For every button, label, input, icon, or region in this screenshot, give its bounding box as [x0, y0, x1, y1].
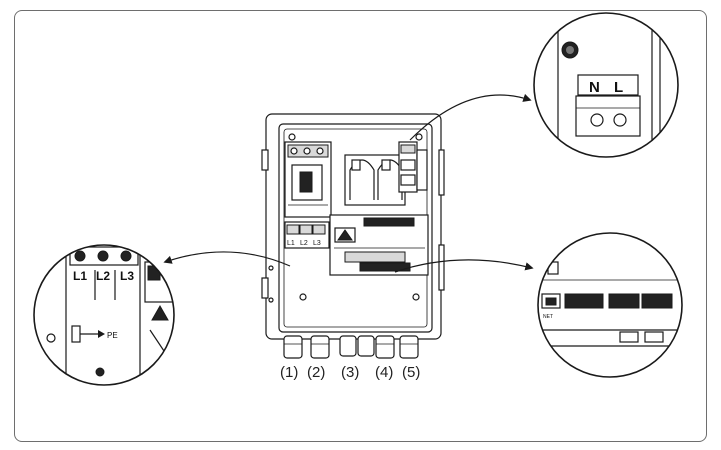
- zoom-left-label-l1: L1: [73, 269, 87, 283]
- screw: [299, 293, 307, 301]
- gland-label-3: (3): [341, 364, 360, 381]
- cable-gland-3a: [339, 335, 357, 357]
- cabinet-terminal-l3: L3: [313, 240, 321, 247]
- cable-gland-3b: [357, 335, 375, 357]
- relay-modules: [344, 154, 406, 206]
- zoom-left-label-pe: PE: [107, 331, 118, 340]
- cable-gland-5: [399, 335, 419, 359]
- auxiliary-nl-terminal: [398, 141, 428, 193]
- zoom-top-right-nl-terminal: N L: [533, 12, 679, 158]
- zoom-top-right-label-n: N: [589, 79, 600, 96]
- callout-arrow-left: [163, 251, 291, 267]
- screw: [268, 297, 274, 303]
- gland-label-5: (5): [402, 364, 421, 381]
- screw: [268, 265, 274, 271]
- latch-right-lower: [438, 244, 445, 291]
- cable-gland-4: [375, 335, 395, 359]
- screw: [288, 133, 296, 141]
- zoom-left-label-l2: L2: [96, 269, 110, 283]
- cable-gland-1: [283, 335, 303, 359]
- power-terminal-block: L1 L2 L3: [284, 221, 330, 249]
- cabinet: L1 L2 L3: [261, 113, 445, 359]
- gland-label-1: (1): [280, 364, 299, 381]
- hinge-bottom: [261, 277, 269, 299]
- zoom-bottom-right-port-label: NET: [543, 314, 553, 320]
- zoom-left-power-terminals: L1 L2 L3 PE: [33, 244, 175, 386]
- cabinet-door-frame: [278, 123, 433, 333]
- hinge-top: [261, 149, 269, 171]
- zoom-top-right-label-l: L: [614, 79, 623, 96]
- cabinet-terminal-l1: L1: [287, 240, 295, 247]
- callout-arrow-bottom-right: [394, 259, 534, 273]
- zoom-left-label-l3: L3: [120, 269, 134, 283]
- cabinet-terminal-l2: L2: [300, 240, 308, 247]
- gland-label-2: (2): [307, 364, 326, 381]
- screw: [415, 133, 423, 141]
- circuit-breaker: [284, 141, 332, 218]
- communication-board: [329, 214, 429, 276]
- screw: [412, 293, 420, 301]
- gland-label-4: (4): [375, 364, 394, 381]
- callout-arrow-top-right: [409, 93, 532, 141]
- cable-gland-2: [310, 335, 330, 359]
- cable-glands: [283, 335, 419, 359]
- latch-right: [438, 149, 445, 196]
- zoom-bottom-right-comm-ports: NET: [537, 232, 683, 378]
